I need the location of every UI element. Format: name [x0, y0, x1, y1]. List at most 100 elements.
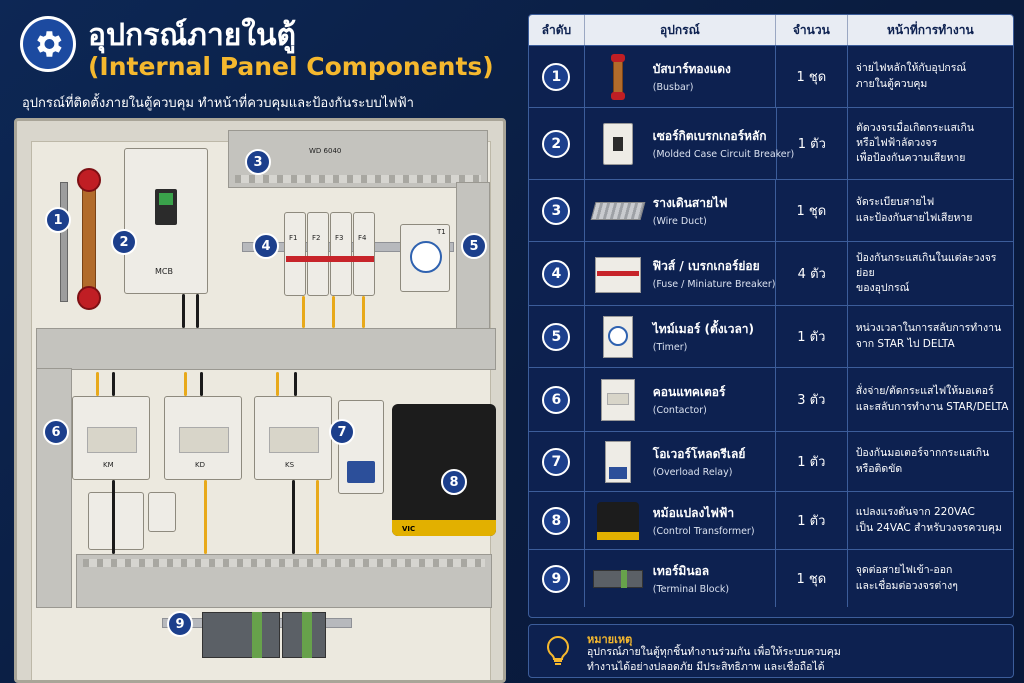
row-number: 9 [529, 550, 585, 607]
main-circuit-breaker: MCB [124, 148, 208, 294]
aux-overload-relay [148, 492, 176, 532]
marker-8: 8 [441, 469, 467, 495]
fuse-label: F4 [358, 234, 367, 242]
timer: T1 [400, 224, 450, 292]
row-number: 1 [529, 46, 585, 107]
device-name-en: (Molded Case Circuit Breaker) [652, 149, 795, 160]
device-name-th: เทอร์มินอล [652, 564, 710, 578]
device-name-en: (Overload Relay) [652, 467, 733, 478]
quantity-cell: 4 ตัว [776, 242, 849, 305]
lightbulb-icon [545, 635, 571, 667]
device-name-th: ฟิวส์ / เบรกเกอร์ย่อย [652, 259, 760, 273]
marker-1: 1 [45, 207, 71, 233]
function-line: และป้องกันสายไฟเสียหาย [855, 211, 973, 224]
duct-mark: WD 6040 [309, 147, 342, 155]
timer-label: T1 [437, 228, 446, 236]
marker-7: 7 [329, 419, 355, 445]
note-line: อุปกรณ์ภายในตู้ทุกชิ้นทำงานร่วมกัน เพื่อ… [587, 646, 841, 658]
marker-6: 6 [43, 419, 69, 445]
quantity-cell: 1 ตัว [776, 432, 848, 491]
device-name-th: คอนแทคเตอร์ [652, 385, 726, 399]
bottom-wire-duct [76, 554, 492, 608]
quantity-cell: 1 ตัว [777, 108, 849, 179]
busbar-icon [591, 53, 645, 100]
function-cell: ตัดวงจรเมื่อเกิดกระแสเกินหรือไฟฟ้าลัดวงจ… [848, 108, 1013, 179]
function-line: สั่งจ่าย/ตัดกระแสไฟให้มอเตอร์ [855, 385, 994, 398]
control-transformer: VIC [392, 404, 496, 536]
function-line: เพื่อป้องกันความเสียหาย [856, 152, 966, 165]
aux-relay [88, 492, 144, 550]
contactor-label: KD [195, 461, 205, 469]
row-number: 6 [529, 368, 585, 431]
row-number: 4 [529, 242, 585, 305]
marker-2: 2 [111, 229, 137, 255]
device-name-en: (Terminal Block) [652, 584, 730, 595]
device-cell: รางเดินสายไฟ(Wire Duct) [585, 180, 776, 241]
neutral-bar [60, 182, 68, 302]
page-title-english: (Internal Panel Components) [88, 52, 494, 81]
gear-icon [20, 16, 76, 72]
terminal-block [202, 612, 280, 658]
function-line: ตัดวงจรเมื่อเกิดกระแสเกิน [856, 121, 975, 134]
header-function: หน้าที่การทำงาน [886, 22, 974, 37]
quantity-cell: 1 ชุด [776, 550, 848, 607]
row-number-badge: 5 [542, 322, 571, 351]
page-subtitle: อุปกรณ์ที่ติดตั้งภายในตู้ควบคุม ทำหน้าที… [22, 96, 414, 111]
row-number-badge: 6 [542, 385, 571, 414]
device-name-en: (Contactor) [652, 405, 707, 416]
left-wire-duct [36, 368, 72, 608]
row-number: 7 [529, 432, 585, 491]
device-name-en: (Control Transformer) [652, 526, 755, 537]
control-panel-illustration: WD 6040 MCB F1 [14, 118, 506, 683]
device-name-en: (Wire Duct) [652, 216, 707, 227]
row-number-badge: 4 [542, 259, 571, 288]
function-line: หน่วงเวลาในการสลับการทำงาน [855, 322, 1002, 335]
device-name-en: (Timer) [652, 342, 688, 353]
quantity-cell: 3 ตัว [776, 368, 848, 431]
row-number-badge: 3 [542, 196, 571, 225]
fuse-label: F1 [289, 234, 298, 242]
contactor-km: KM [72, 396, 150, 480]
function-line: ป้องกันกระแสเกินในแต่ละวงจรย่อย [856, 251, 997, 279]
contactor-label: KM [103, 461, 114, 469]
function-line: และสลับการทำงาน STAR/DELTA [855, 400, 1009, 413]
table-header: ลำดับ อุปกรณ์ จำนวน หน้าที่การทำงาน [529, 15, 1013, 45]
row-number-badge: 9 [542, 564, 571, 593]
function-line: เป็น 24VAC สำหรับวงจรควบคุม [855, 521, 1002, 534]
row-number-badge: 2 [542, 129, 571, 158]
device-cell: ฟิวส์ / เบรกเกอร์ย่อย(Fuse / Miniature B… [585, 242, 777, 305]
marker-3: 3 [245, 149, 271, 175]
function-line: จัดระเบียบสายไฟ [855, 196, 935, 209]
row-number-badge: 8 [542, 506, 571, 535]
header-qty: จำนวน [776, 15, 848, 45]
device-name-th: บัสบาร์ทองแดง [652, 62, 731, 76]
function-line: ป้องกันมอเตอร์จากกระแสเกิน [855, 447, 990, 460]
circuit-breaker-icon [591, 121, 645, 167]
function-line: หรือไฟฟ้าลัดวงจร [856, 136, 938, 149]
marker-5: 5 [461, 233, 487, 259]
device-name-th: เซอร์กิตเบรกเกอร์หลัก [652, 129, 767, 143]
row-number: 2 [529, 108, 585, 179]
note-text: อุปกรณ์ภายในตู้ทุกชิ้นทำงานร่วมกัน เพื่อ… [587, 645, 1007, 675]
function-cell: ป้องกันมอเตอร์จากกระแสเกินหรือติดขัด [848, 432, 1013, 491]
contactor-icon [591, 377, 645, 423]
function-line: ของอุปกรณ์ [856, 282, 910, 295]
device-cell: เทอร์มินอล (Terminal Block) [585, 550, 776, 607]
device-cell: บัสบาร์ทองแดง(Busbar) [585, 46, 776, 107]
function-line: หรือติดขัด [855, 462, 903, 475]
quantity-cell: 1 ตัว [776, 492, 848, 549]
device-cell: หม้อแปลงไฟฟ้า(Control Transformer) [585, 492, 776, 549]
note-box: หมายเหตุ อุปกรณ์ภายในตู้ทุกชิ้นทำงานร่วม… [528, 624, 1014, 678]
overload-relay [338, 400, 384, 494]
table-row: 6 คอนแทคเตอร์ (Contactor) 3 ตัว สั่งจ่าย/ตัด… [529, 367, 1013, 431]
table-row: 8 หม้อแปลงไฟฟ้า(Control Transformer)1 ตัว… [529, 491, 1013, 549]
contactor-ks: KS [254, 396, 332, 480]
function-line: จุดต่อสายไฟเข้า-ออก [855, 564, 953, 577]
note-line: ทำงานได้อย่างปลอดภัย มีประสิทธิภาพ และเช… [587, 661, 825, 674]
note-heading: หมายเหตุ [587, 633, 633, 646]
function-cell: จัดระเบียบสายไฟและป้องกันสายไฟเสียหาย [848, 180, 1013, 241]
